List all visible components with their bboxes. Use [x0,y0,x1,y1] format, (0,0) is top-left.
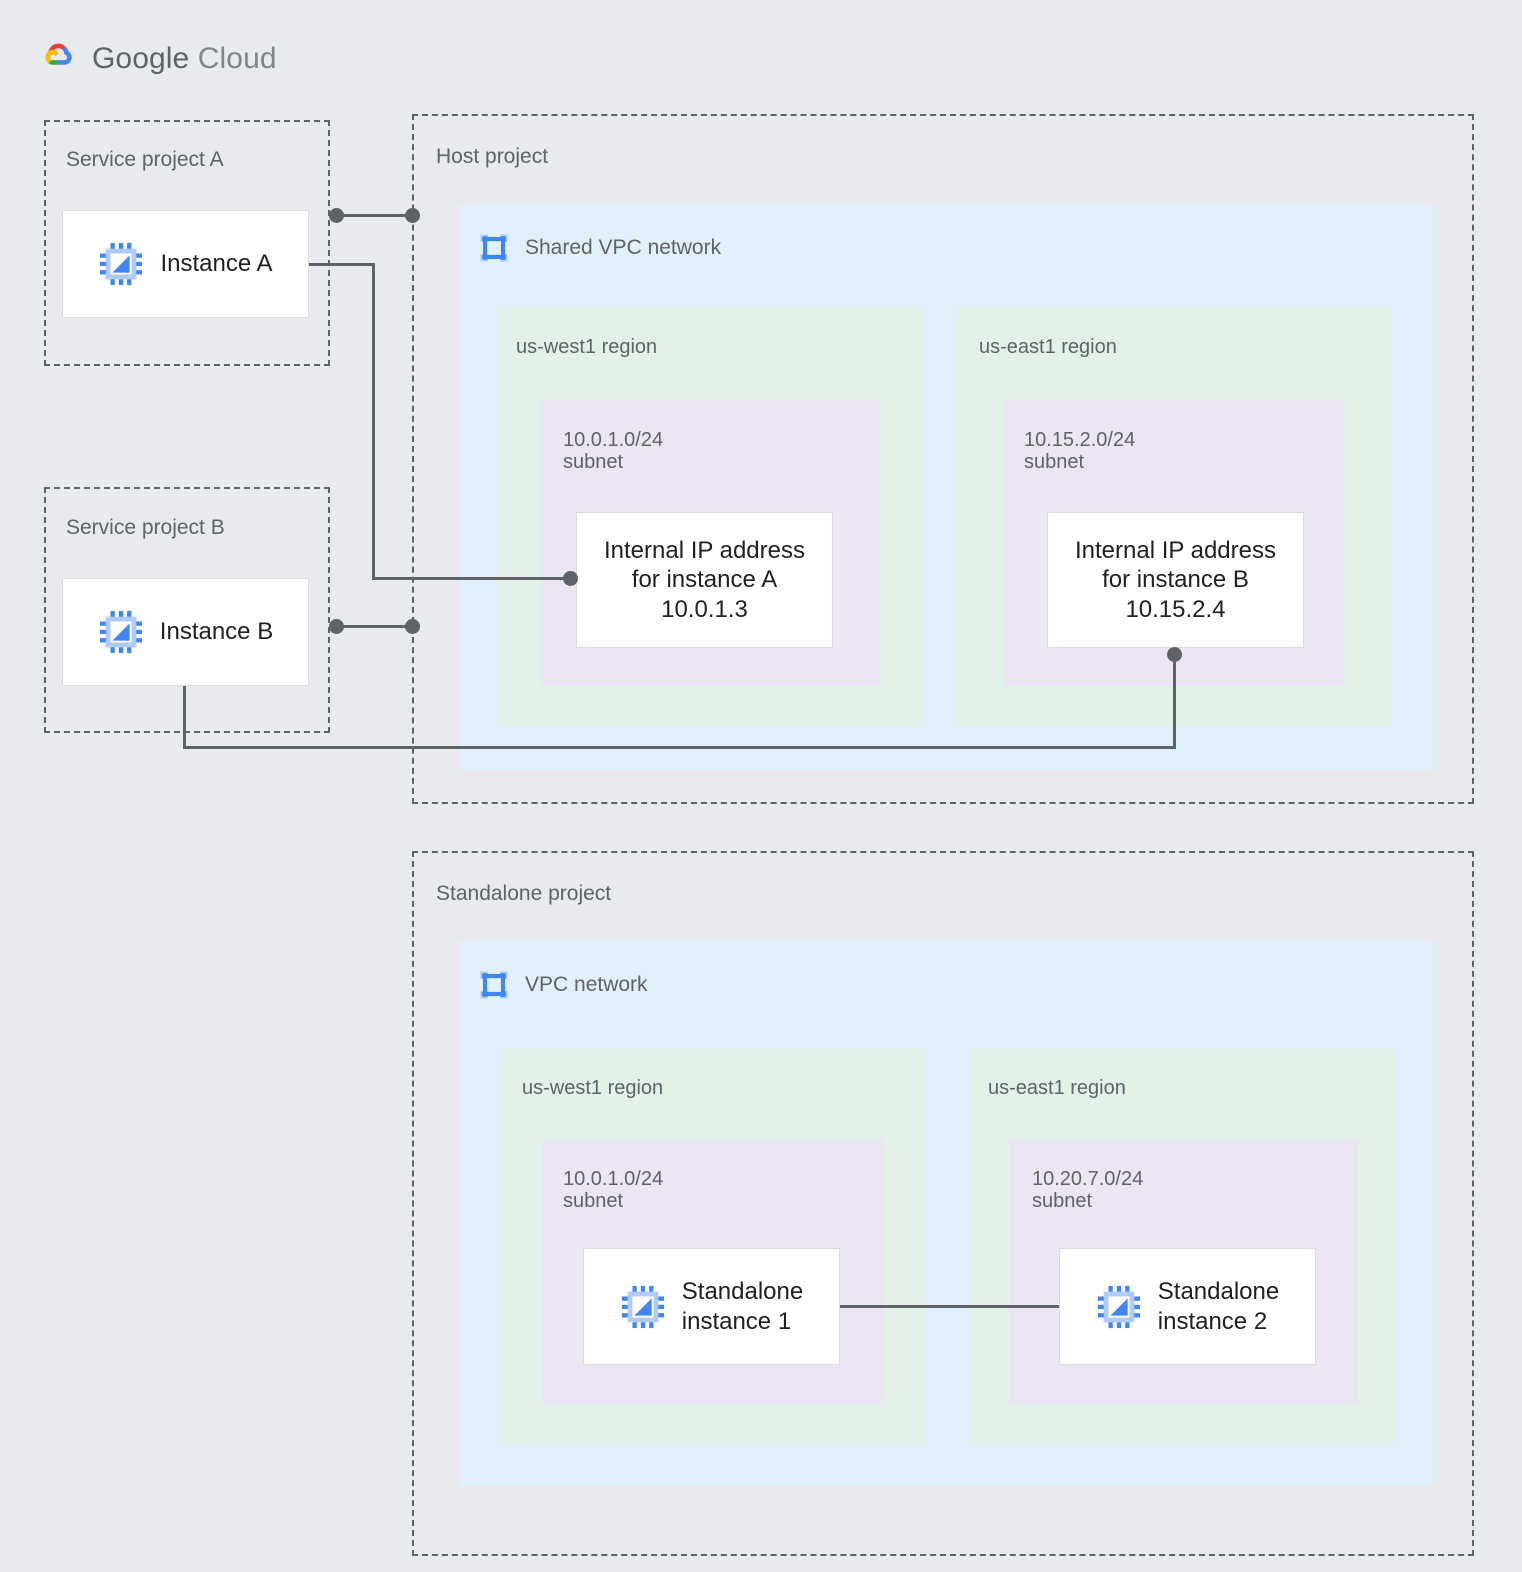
brand-title-bold: Google [92,42,190,75]
standalone-subnet-10-20-7-0-24-label: 10.20.7.0/24 subnet [1032,1168,1144,1213]
internal-ip-instance-a-text: Internal IP address for instance A 10.0.… [603,537,805,623]
connector-instance-a-seg1 [309,263,375,266]
project-service-a-label: Service project A [66,148,224,171]
brand-title: Google Cloud [92,42,277,76]
brand-title-light: Cloud [197,42,277,75]
project-host-label: Host project [436,145,549,168]
host-region-us-west1-label: us-west1 region [516,336,658,358]
connector-service-a-to-host [336,214,412,217]
project-standalone-label: Standalone project [436,882,612,905]
vpc-network-icon [480,234,508,262]
instance-b-label: Instance B [159,618,274,646]
internal-ip-instance-b-box[interactable]: Internal IP address for instance B 10.15… [1047,512,1304,648]
instance-a-label: Instance A [160,250,273,278]
google-cloud-brand: Google Cloud [36,38,277,80]
project-host [412,114,1474,804]
connector-dot-internal-ip-a [563,571,578,586]
standalone-instance-1-box[interactable]: Standalone instance 1 [583,1248,840,1365]
connector-dot-internal-ip-b [1167,647,1182,662]
connector-instance-b-seg3 [1173,653,1176,746]
standalone-vpc-network-title: VPC network [525,973,648,996]
standalone-instance-2-label: Standalone instance 2 [1157,1278,1280,1335]
connector-dot-service-b [329,619,344,634]
host-region-us-east1-label: us-east1 region [979,336,1117,358]
connector-standalone-instances [840,1305,1059,1308]
connector-instance-a-seg2 [372,263,375,580]
standalone-instance-2-box[interactable]: Standalone instance 2 [1059,1248,1316,1365]
google-cloud-logo-icon [45,43,72,65]
internal-ip-instance-b-text: Internal IP address for instance B 10.15… [1074,537,1276,623]
connector-dot-host-a [405,208,420,223]
standalone-region-us-east1-label: us-east1 region [988,1077,1126,1099]
instance-a-box[interactable]: Instance A [62,210,309,318]
standalone-region-us-west1-label: us-west1 region [522,1077,664,1099]
standalone-subnet-10-0-1-0-24-label: 10.0.1.0/24 subnet [563,1168,664,1213]
connector-instance-a-seg3 [372,577,575,580]
shared-vpc-network-header: Shared VPC network [477,231,721,265]
host-subnet-10-0-1-0-24-label: 10.0.1.0/24 subnet [563,429,664,474]
host-subnet-10-15-2-0-24-label: 10.15.2.0/24 subnet [1024,429,1136,474]
connector-service-b-to-host [336,625,412,628]
cpu-instance-icon [1097,1285,1140,1328]
internal-ip-instance-a-box[interactable]: Internal IP address for instance A 10.0.… [576,512,833,648]
standalone-instance-1-label: Standalone instance 1 [681,1278,804,1335]
connector-instance-b-seg2 [183,746,1176,749]
connector-instance-b-seg1 [183,686,186,749]
cpu-instance-icon [99,610,142,654]
instance-b-box[interactable]: Instance B [62,578,309,686]
project-service-b [44,487,330,733]
cpu-instance-icon [621,1285,664,1328]
standalone-vpc-network-header: VPC network [477,968,648,1002]
vpc-network-icon [480,971,508,999]
connector-dot-service-a [329,208,344,223]
shared-vpc-network-title: Shared VPC network [525,236,722,259]
project-standalone [412,851,1474,1556]
cpu-instance-icon [100,242,143,286]
connector-dot-host-b [405,619,420,634]
project-service-b-label: Service project B [66,516,225,539]
project-service-a [44,120,330,366]
